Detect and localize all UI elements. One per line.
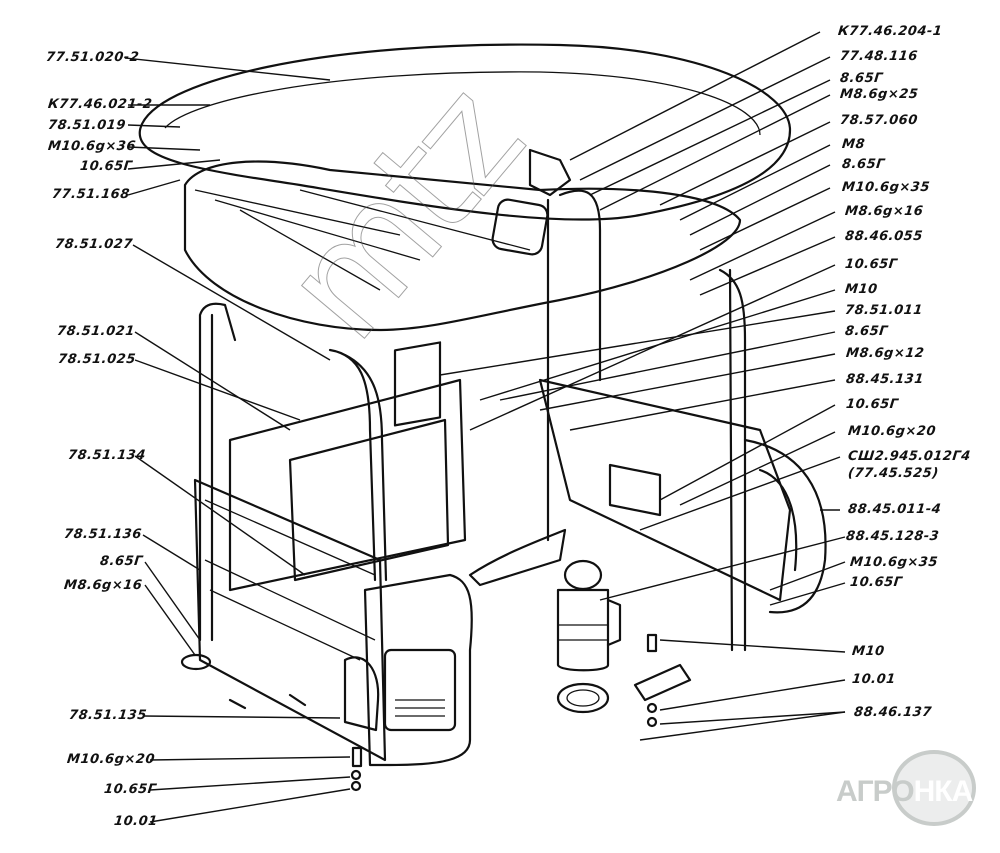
part-label: СШ2.945.012Г4 — [847, 449, 972, 464]
logo-circle — [892, 750, 976, 826]
logo-text-left: АГРО — [836, 775, 915, 808]
part-label: 77.48.116 — [839, 49, 919, 64]
part-label: M10 — [851, 644, 886, 659]
part-label: 8.65Г — [844, 324, 889, 339]
agronka-logo: АГРОНКА — [832, 748, 982, 828]
part-label: 88.45.131 — [845, 372, 925, 387]
part-label: M10.6g×35 — [849, 555, 939, 570]
part-label: M10 — [844, 282, 879, 297]
right-side-panel — [538, 378, 792, 602]
part-label: M10.6g×20 — [847, 424, 937, 439]
part-label: 10.65Г — [79, 159, 134, 174]
front-cover — [363, 573, 473, 767]
floor-bracket — [468, 528, 567, 587]
part-label: 77.51.020-2 — [45, 50, 140, 65]
part-label: 10.01 — [851, 672, 897, 687]
part-label: 78.51.021 — [56, 324, 136, 339]
logo-text-right: НКА — [913, 775, 974, 808]
roof-panel — [138, 43, 792, 221]
part-label: 78.51.019 — [47, 118, 127, 133]
part-label: 10.65Г — [849, 575, 904, 590]
part-label: 10.65Г — [844, 257, 899, 272]
part-label: 10.65Г — [103, 782, 158, 797]
part-label: 88.46.137 — [853, 705, 933, 720]
part-label: 78.51.025 — [57, 352, 137, 367]
part-label: 8.65Г — [99, 554, 144, 569]
thermos — [556, 559, 622, 672]
rear-panel — [228, 378, 467, 592]
part-label: 88.45.011-4 — [847, 502, 942, 517]
part-label: 78.51.134 — [67, 448, 147, 463]
part-label: 88.46.055 — [844, 229, 924, 244]
part-label: 10.01 — [113, 814, 159, 829]
part-label: M8.6g×12 — [845, 346, 926, 361]
part-label: M10.6g×36 — [47, 139, 137, 154]
mirror — [491, 198, 549, 256]
part-label: 78.51.027 — [54, 237, 134, 252]
part-label: M10.6g×20 — [66, 752, 156, 767]
part-label: 78.57.060 — [839, 113, 919, 128]
leader-lines-left — [124, 57, 351, 823]
right-pillar — [546, 189, 747, 652]
part-label: 88.45.128-3 — [845, 529, 940, 544]
part-label: К77.46.021-2 — [47, 97, 154, 112]
part-label: 77.51.168 — [51, 187, 131, 202]
roof-frame — [183, 160, 742, 332]
left-pillar — [198, 302, 237, 642]
part-label: M8.6g×16 — [63, 578, 144, 593]
part-label: M10.6g×35 — [841, 180, 931, 195]
gasket-ring — [556, 682, 610, 714]
part-label: M8.6g×25 — [839, 87, 920, 102]
fasteners — [180, 633, 658, 792]
leader-lines-right — [439, 31, 846, 741]
part-label: 78.51.136 — [63, 527, 143, 542]
part-label: (77.45.525) — [847, 466, 940, 481]
part-label: К77.46.204-1 — [837, 24, 944, 39]
part-label: 78.51.011 — [844, 303, 924, 318]
part-label: 10.65Г — [845, 397, 900, 412]
part-label: M8.6g×16 — [844, 204, 925, 219]
part-label: 8.65Г — [841, 157, 886, 172]
part-label: M8 — [841, 137, 866, 152]
left-door — [193, 478, 387, 762]
part-label: 8.65Г — [839, 71, 884, 86]
logo-text: АГРОНКА — [836, 775, 974, 809]
part-label: 78.51.135 — [68, 708, 148, 723]
